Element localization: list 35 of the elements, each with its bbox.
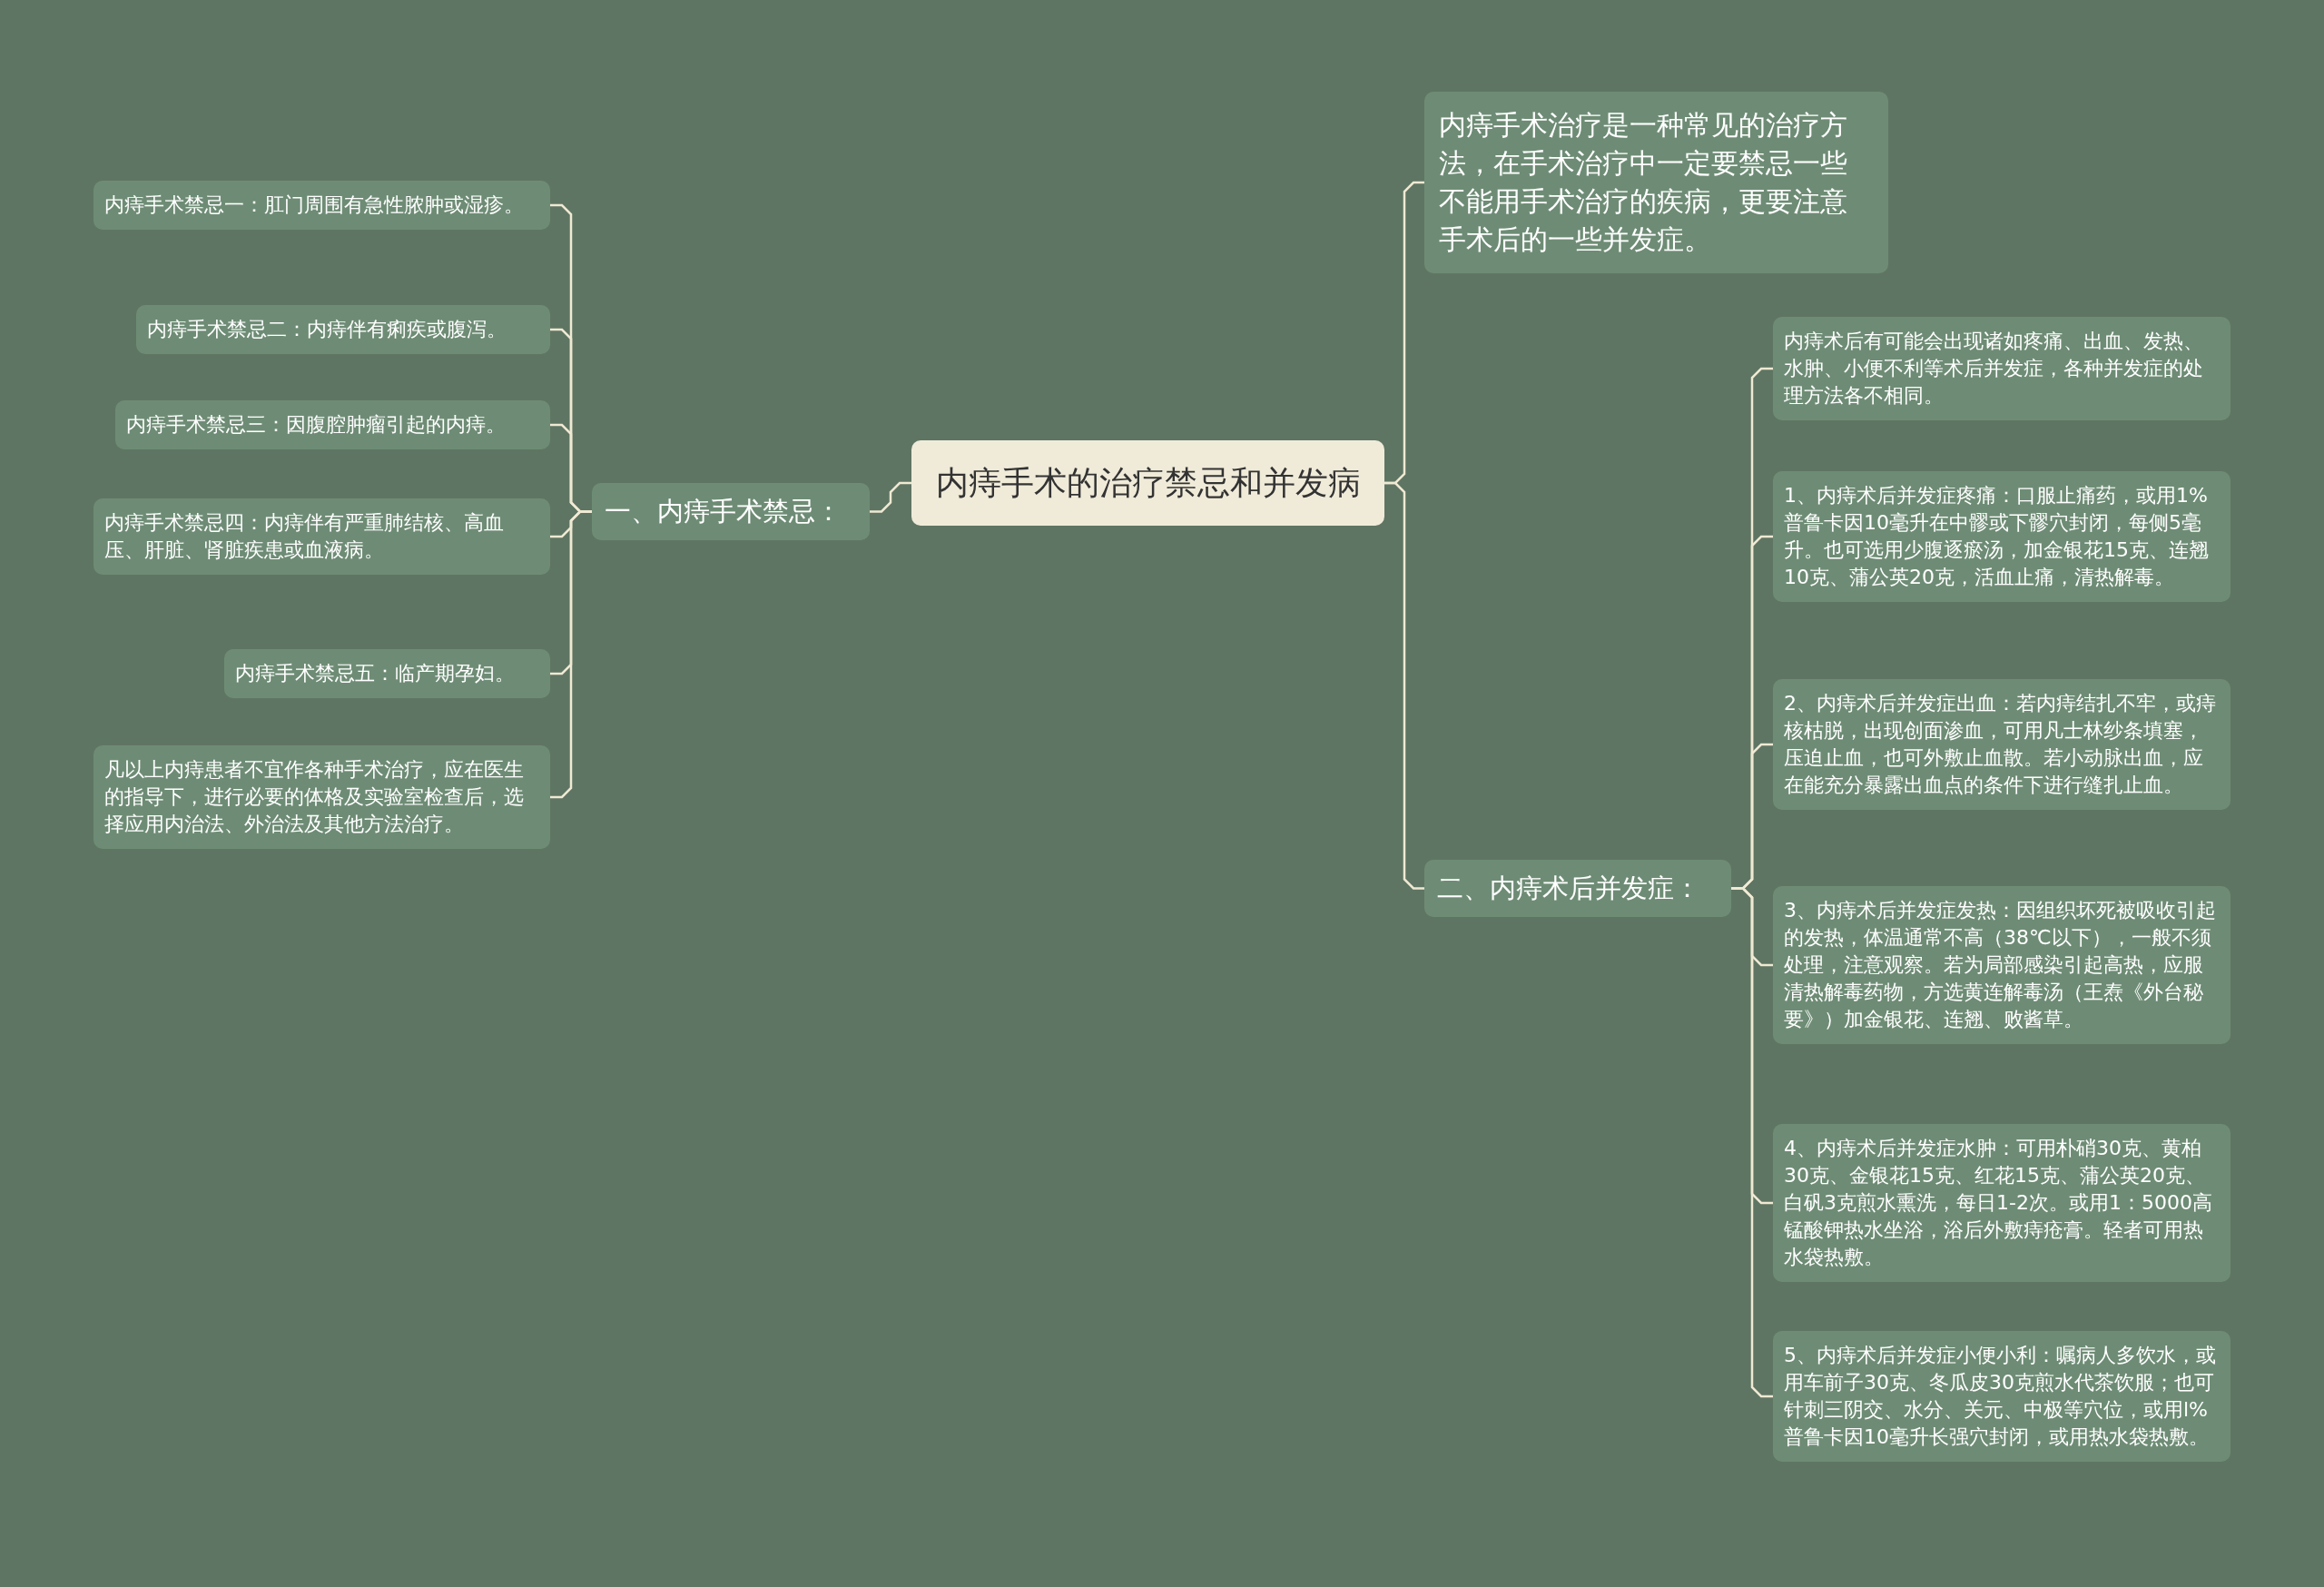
note-box — [1773, 886, 2230, 1044]
note-text: 3、内痔术后并发症发热：因组织坏死被吸收引起的发热，体温通常不高（38℃以下），一般不须处理，注意观察。若为局部感染引起高热，应服清热解毒药物，方选黄连解毒汤（王焘《外台秘要》）加金银花、连翘、败酱草。 — [1783, 898, 2217, 1032]
note-box — [1773, 679, 2230, 810]
note-text: 内痔手术禁忌三：因腹腔肿瘤引起的内痔。 — [125, 412, 507, 438]
note-box — [1773, 1331, 2230, 1462]
note-box — [1773, 317, 2230, 420]
note-text: 内痔手术禁忌二：内痔伴有痢疾或腹泻。 — [146, 317, 507, 342]
note-box — [136, 305, 550, 354]
intro-box — [1424, 92, 1888, 273]
branch-text: 二、内痔术后并发症： — [1436, 872, 1701, 905]
note-text: 内痔手术禁忌五：临产期孕妇。 — [234, 661, 516, 686]
note-text: 内痔术后有可能会出现诸如疼痛、出血、发热、水肿、小便不利等术后并发症，各种并发症的处理方法各不相同。 — [1783, 329, 2204, 409]
branch-topic-box — [592, 483, 870, 541]
note-text: 凡以上内痔患者不宜作各种手术治疗，应在医生的指导下，进行必要的体格及实验室检查后，选择应用内治法、外治法及其他方法治疗。 — [103, 757, 525, 837]
note-box — [94, 745, 550, 849]
branch-text: 一、内痔手术禁忌： — [604, 495, 842, 528]
connector-line — [1384, 481, 1424, 890]
note-text: 内痔手术禁忌一：肛门周围有急性脓肿或湿疹。 — [103, 192, 525, 218]
note-box — [94, 181, 550, 230]
note-text: 2、内痔术后并发症出血：若内痔结扎不牢，或痔核枯脱，出现创面渗血，可用凡士林纱条填塞，压迫止血，也可外敷止血散。若小动脉出血，应在能充分暴露出血点的条件下进行缝扎止血。 — [1783, 691, 2217, 798]
connector-line — [550, 510, 592, 799]
note-text: 1、内痔术后并发症疼痛：口服止痛药，或用1%普鲁卡因10毫升在中髎或下髎穴封闭，每侧5毫升。也可选用少腹逐瘀汤，加金银花15克、连翘10克、蒲公英20克，活血止痛，清热解毒。 — [1783, 483, 2210, 590]
note-text: 4、内痔术后并发症水肿：可用朴硝30克、黄柏30克、金银花15克、红花15克、蒲公英20克、白矾3克煎水熏洗，每日1-2次。或用1：5000高锰酸钾热水坐浴，浴后外敷痔疮膏。轻者可用热水袋热敷。 — [1783, 1136, 2213, 1270]
central-topic-box — [911, 440, 1384, 526]
note-box — [115, 400, 550, 449]
note-box — [94, 498, 550, 575]
note-box — [224, 649, 550, 698]
branch-topic-box — [1424, 860, 1731, 918]
note-box — [1773, 471, 2230, 602]
note-text: 内痔手术禁忌四：内痔伴有严重肺结核、高血压、肝脏、肾脏疾患或血液病。 — [103, 510, 505, 563]
topic-text: 内痔手术的治疗禁忌和并发病 — [934, 463, 1362, 503]
note-text: 内痔手术治疗是一种常见的治疗方法，在手术治疗中一定要禁忌一些不能用手术治疗的疾病，更要注意手术后的一些并发症。 — [1438, 108, 1848, 257]
note-text: 5、内痔术后并发症小便小利：嘱病人多饮水，或用车前子30克、冬瓜皮30克煎水代茶饮服；也可针刺三阴交、水分、关元、中极等穴位，或用l%普鲁卡因10毫升长强穴封闭，或用热水袋热敷。 — [1783, 1343, 2217, 1450]
note-box — [1773, 1124, 2230, 1282]
connector-line — [870, 481, 911, 513]
